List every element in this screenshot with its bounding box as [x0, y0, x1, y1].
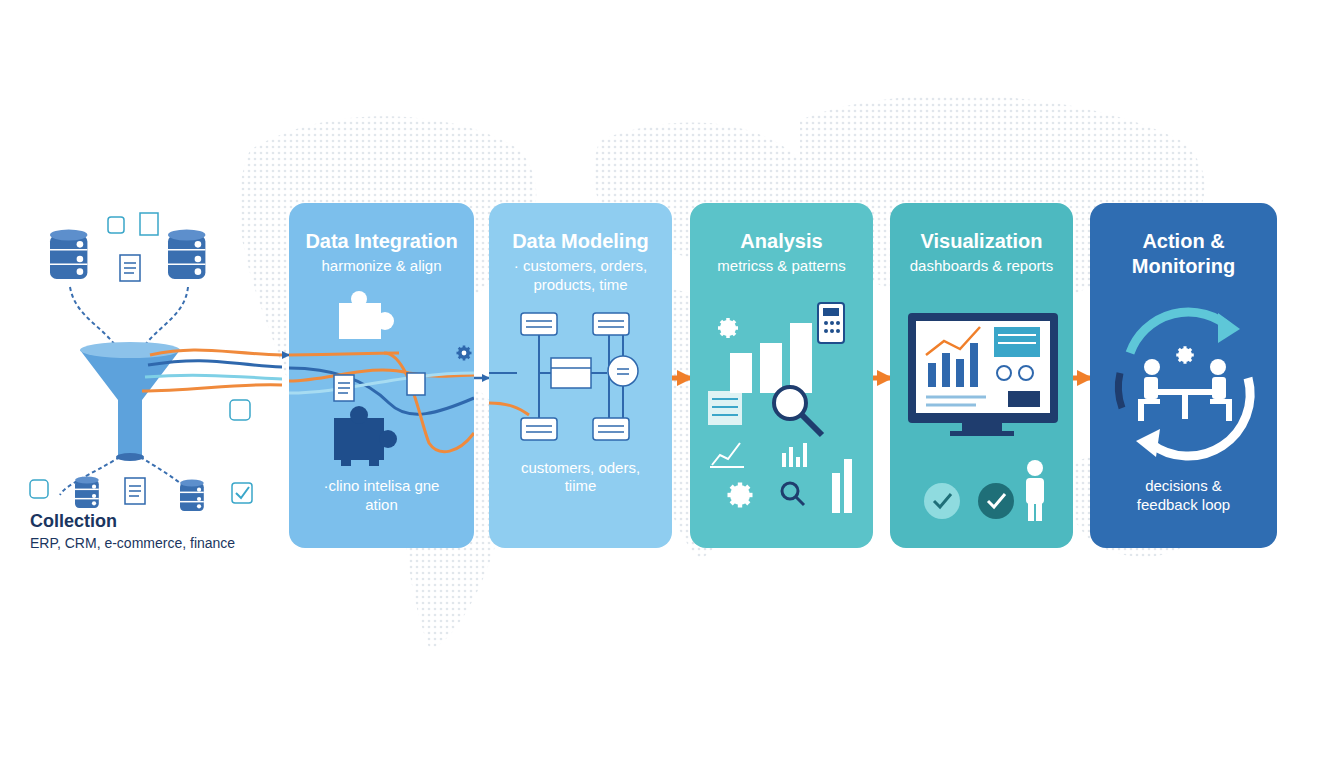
- node-text: · customers, orders, products, time: [489, 257, 672, 295]
- flow-arrow: [672, 376, 690, 381]
- node-text: harmonize & align: [289, 257, 474, 276]
- stage-panel: Data Integration harmonize & align ·clino …: [289, 203, 474, 548]
- node-heading: Data Modeling: [489, 229, 672, 254]
- stage-panel: Action & Monitoring decisions & feedback …: [1090, 203, 1277, 548]
- stage-panel: Analysis metricss & patterns: [690, 203, 873, 548]
- node-heading: Collection: [20, 510, 282, 533]
- node-text: dashboards & reports: [890, 257, 1073, 276]
- flow-arrow: [474, 377, 489, 380]
- node-text: customers, oders, tiime: [489, 459, 672, 497]
- flow-arrow: [282, 354, 289, 357]
- node-illustration: [890, 203, 1073, 548]
- node-illustration: [690, 203, 873, 548]
- node-text: ·clino intelisa gne ation: [289, 477, 474, 515]
- stage-panel: Data Modeling · customers, orders, produc…: [489, 203, 672, 548]
- node-text: decisions & feedback loop: [1090, 477, 1277, 515]
- flow-arrow: [873, 376, 890, 381]
- node-illustration: [489, 203, 672, 548]
- node-heading: Data Integration: [289, 229, 474, 254]
- node-heading: Analysis: [690, 229, 873, 254]
- node-heading: Visualization: [890, 229, 1073, 254]
- flow-arrow: [1073, 376, 1090, 381]
- node-heading: Action & Monitoring: [1090, 229, 1277, 279]
- node-text: ERP, CRM, e-commerce, finance: [20, 535, 282, 553]
- stage-panel: Visualization dashboards & reports: [890, 203, 1073, 548]
- node-illustration: [20, 195, 282, 565]
- node-text: metricss & patterns: [690, 257, 873, 276]
- source-collection: CollectionERP, CRM, e-commerce, finance: [20, 195, 282, 565]
